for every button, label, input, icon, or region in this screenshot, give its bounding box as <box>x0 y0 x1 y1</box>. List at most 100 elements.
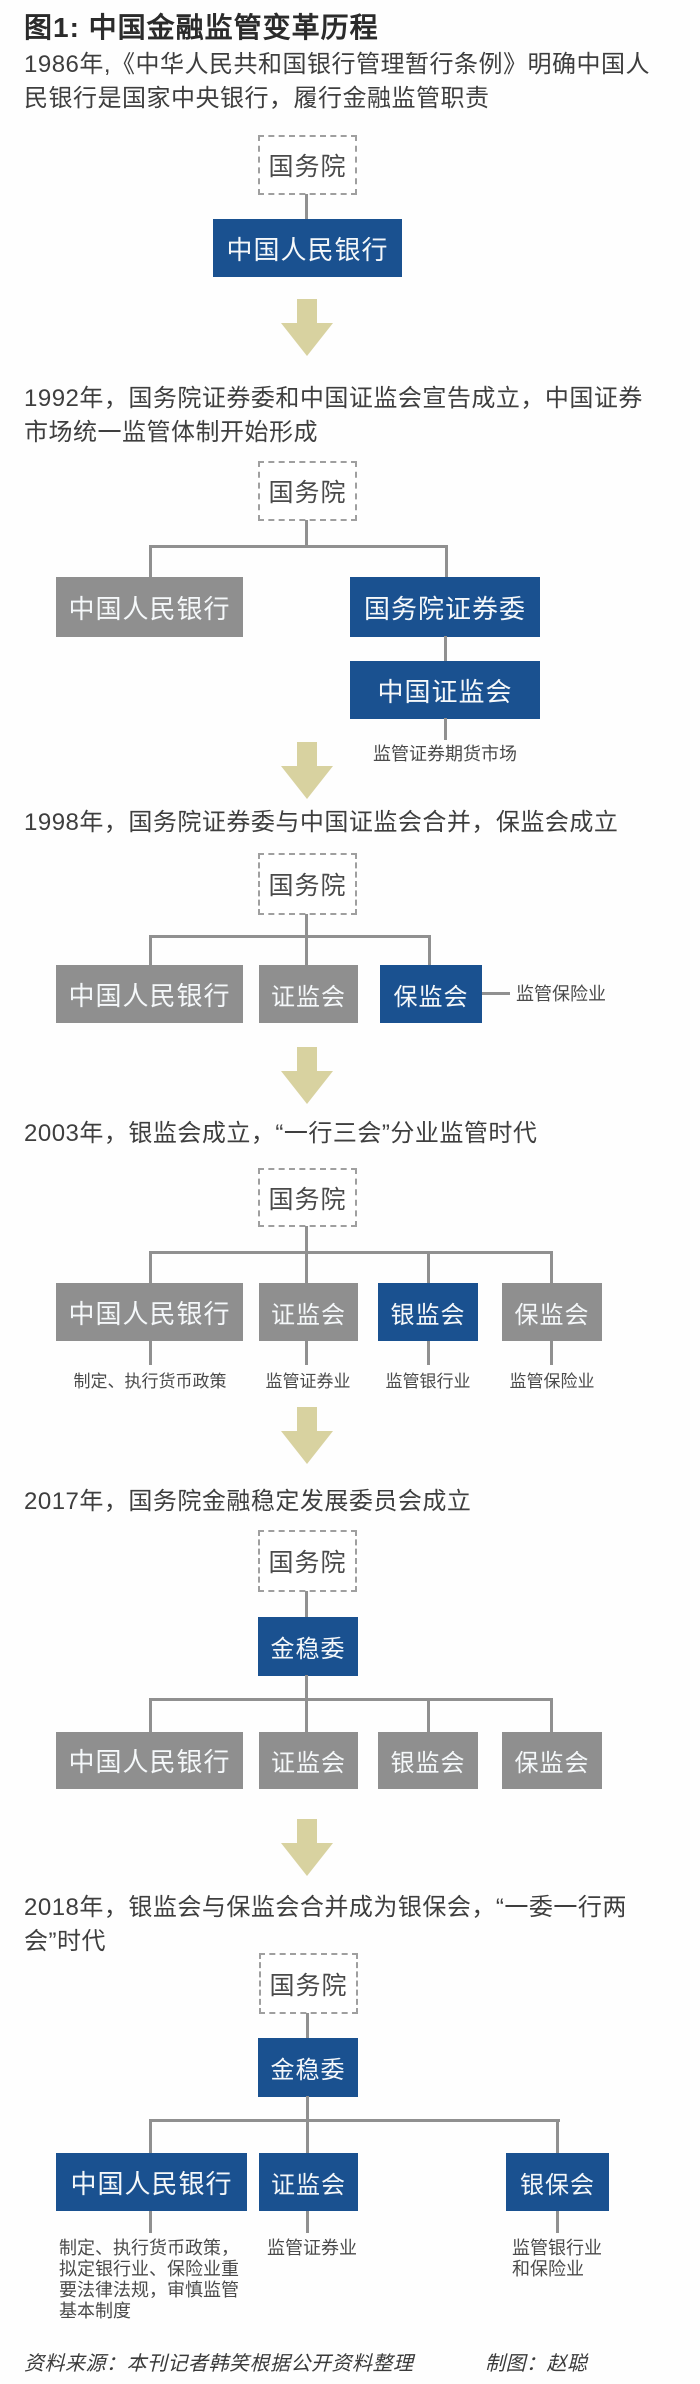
connector-line <box>149 935 431 938</box>
connector-line <box>305 1226 308 1253</box>
caption-line: 制定、执行货币政策， <box>59 2238 239 2258</box>
credit-note: 制图：赵聪 <box>485 2353 588 2375</box>
node-state-council-1992: 国务院 <box>258 461 357 521</box>
caption-line: 要法律法规，审慎监管 <box>59 2280 239 2300</box>
node-label: 国务院证券委 <box>363 593 526 624</box>
connector-line <box>149 545 448 548</box>
caption-csrc-2018: 监管证券业 <box>267 2238 357 2258</box>
arrow-stem <box>297 299 317 324</box>
arrow-stem <box>297 1047 317 1072</box>
node-label: 证监会 <box>271 983 346 1011</box>
connector-line <box>550 1251 553 1285</box>
connector-line <box>305 1341 308 1365</box>
node-label: 证监会 <box>271 1750 346 1777</box>
connector-line <box>305 1698 308 1732</box>
description-line: 2018年，银监会与保监会合并成为银保会，“一委一行两 <box>24 1894 627 1921</box>
node-fsdc-2018: 金稳委 <box>258 2038 358 2097</box>
node-state-council-1998: 国务院 <box>258 853 357 915</box>
connector-line <box>149 935 152 967</box>
node-state-council-2018: 国务院 <box>259 1953 358 2014</box>
description-line: 1992年，国务院证券委和中国证监会宣告成立，中国证券 <box>24 385 643 412</box>
node-fsdc-2017: 金稳委 <box>258 1617 358 1676</box>
node-label: 中国人民银行 <box>68 593 231 624</box>
arrow-head <box>281 1071 333 1104</box>
node-state-council-1986: 国务院 <box>258 135 357 195</box>
description-line: 2017年，国务院金融稳定发展委员会成立 <box>24 1488 472 1515</box>
caption-line: 和保险业 <box>512 2259 584 2279</box>
node-cbrc-2017: 银监会 <box>378 1732 478 1789</box>
connector-line <box>427 1341 430 1365</box>
stage-2017-description: 2017年，国务院金融稳定发展委员会成立 <box>24 1485 471 1519</box>
caption-pboc-2003: 制定、执行货币政策 <box>73 1372 227 1391</box>
connector-line <box>149 1698 553 1701</box>
caption-cbirc-2018: 监管银行业 和保险业 <box>512 2238 602 2280</box>
connector-line <box>305 194 308 220</box>
node-label: 国务院 <box>268 1185 347 1214</box>
connector-line <box>550 1341 553 1365</box>
node-csrc-2003: 证监会 <box>259 1283 358 1341</box>
node-label: 中国人民银行 <box>226 234 389 265</box>
node-cbrc-2003: 银监会 <box>378 1283 478 1341</box>
down-arrow-icon <box>281 742 333 799</box>
node-label: 金稳委 <box>270 1636 346 1663</box>
node-csrc-2017: 证监会 <box>259 1732 358 1789</box>
caption-csrc-2003: 监管证券业 <box>265 1372 351 1391</box>
node-label: 证监会 <box>271 2171 346 2199</box>
arrow-head <box>281 323 333 356</box>
node-csrc-1998: 证监会 <box>259 965 358 1023</box>
connector-line <box>149 2119 560 2122</box>
node-label: 中国人民银行 <box>68 980 231 1011</box>
connector-line <box>305 914 308 937</box>
node-circ-2017: 保监会 <box>502 1732 602 1789</box>
node-label: 中国证监会 <box>377 676 513 707</box>
connector-line <box>428 935 431 967</box>
down-arrow-icon <box>281 1819 333 1876</box>
caption-line: 监管银行业 <box>512 2238 602 2258</box>
down-arrow-icon <box>281 299 333 356</box>
connector-line <box>482 992 510 995</box>
connector-line <box>149 1251 553 1254</box>
node-label: 保监会 <box>393 983 469 1011</box>
caption-pboc-2018: 制定、执行货币政策， 拟定银行业、保险业重 要法律法规，审慎监管 基本制度 <box>59 2238 239 2322</box>
caption-cbrc-2003: 监管银行业 <box>385 1372 471 1391</box>
arrow-stem <box>297 742 317 767</box>
arrow-head <box>281 766 333 799</box>
connector-line <box>550 1698 553 1732</box>
connector-line <box>149 2119 152 2153</box>
node-label: 银监会 <box>390 1301 466 1329</box>
node-cbirc-2018: 银保会 <box>506 2153 609 2211</box>
caption-csrc-1992: 监管证券期货市场 <box>373 744 517 764</box>
description-line: 民银行是国家中央银行，履行金融监管职责 <box>24 85 490 112</box>
connector-line <box>427 1698 430 1732</box>
connector-line <box>556 2211 559 2233</box>
node-pboc-1992: 中国人民银行 <box>56 577 243 637</box>
node-label: 国务院 <box>269 1971 348 2000</box>
node-label: 金稳委 <box>270 2057 346 2084</box>
down-arrow-icon <box>281 1407 333 1464</box>
caption-line: 基本制度 <box>59 2301 131 2321</box>
connector-line <box>306 2096 309 2121</box>
connector-line <box>305 520 308 547</box>
connector-line <box>306 2119 309 2153</box>
node-circ-2003: 保监会 <box>502 1283 602 1341</box>
connector-line <box>305 1251 308 1285</box>
node-pboc-2017: 中国人民银行 <box>56 1732 243 1789</box>
node-label: 保监会 <box>514 1750 590 1777</box>
node-label: 中国人民银行 <box>68 1747 231 1777</box>
description-line: 2003年，银监会成立，“一行三会”分业监管时代 <box>24 1120 538 1147</box>
caption-line: 拟定银行业、保险业重 <box>59 2259 239 2279</box>
node-label: 国务院 <box>268 153 347 181</box>
node-securities-committee-1992: 国务院证券委 <box>350 577 540 637</box>
connector-line <box>149 1698 152 1732</box>
connector-line <box>444 718 447 740</box>
description-line: 市场统一监管体制开始形成 <box>24 419 318 446</box>
connector-line <box>427 1251 430 1285</box>
connector-line <box>556 2119 559 2153</box>
arrow-stem <box>297 1407 317 1432</box>
connector-line <box>149 1251 152 1285</box>
arrow-head <box>281 1431 333 1464</box>
stage-2018-description: 2018年，银监会与保监会合并成为银保会，“一委一行两 会”时代 <box>24 1891 627 1959</box>
description-line: 会”时代 <box>24 1928 106 1955</box>
node-pboc-1986: 中国人民银行 <box>213 219 402 277</box>
connector-line <box>444 636 447 662</box>
